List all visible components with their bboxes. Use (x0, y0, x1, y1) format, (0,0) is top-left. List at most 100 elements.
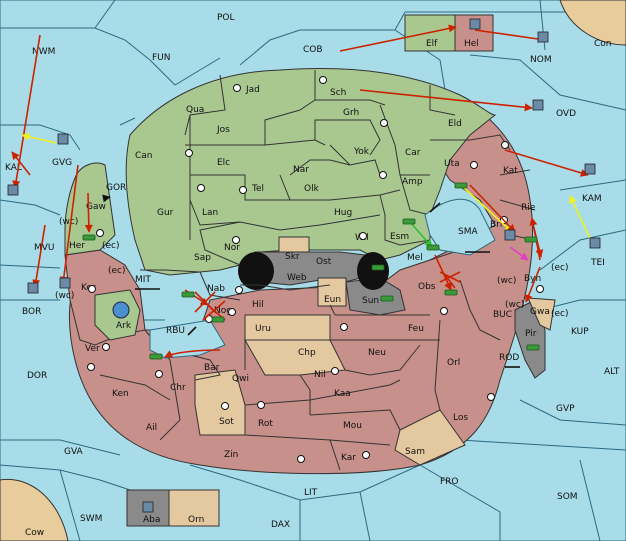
sea-label-dor: DOR (27, 371, 47, 381)
sea-label-ovd: OVD (556, 109, 576, 119)
sea-label-kal: KAL (5, 163, 22, 173)
land-label-car: Car (405, 148, 421, 158)
land-label-elc: Elc (217, 158, 230, 168)
sea-label-gvp: GVP (556, 404, 575, 414)
land-label-hel: Hel (464, 39, 479, 49)
sea-label-nom: NOM (530, 55, 552, 65)
land-label-web: Web (287, 273, 307, 283)
land-label-feu: Feu (408, 324, 424, 334)
land-label-obs: Obs (418, 282, 436, 292)
coast-tag-gaw-wc: (wc) (59, 217, 78, 227)
land-label-elf: Elf (426, 39, 438, 49)
sea-label-con: Con (594, 39, 612, 49)
sea-label-gvg: GVG (52, 158, 72, 168)
land-label-gwa: Gwa (530, 307, 550, 317)
land-label-uta: Uta (444, 159, 460, 169)
land-label-pir: Pir (525, 329, 537, 339)
sea-label-buc: BUC (493, 310, 512, 320)
land-label-skr: Skr (285, 252, 300, 262)
land-label-bar: Bar (204, 363, 220, 373)
land-label-ken: Ken (112, 389, 129, 399)
land-label-qua: Qua (186, 105, 204, 115)
land-label-eun: Eun (324, 295, 341, 305)
land-label-bri: Bri (490, 220, 502, 230)
sea-label-rod: ROD (499, 353, 519, 363)
land-label-jad: Jad (245, 85, 260, 95)
ark-capital-icon (112, 301, 130, 319)
sea-label-gva: GVA (64, 447, 84, 457)
channel-sma (424, 198, 496, 256)
land-label-orl: Orl (447, 358, 460, 368)
sea-label-lit: LIT (304, 488, 318, 498)
land-label-tel: Tel (251, 184, 264, 194)
sea-label-dax: DAX (271, 520, 290, 530)
land-label-sam: Sam (405, 447, 425, 457)
land-label-nog: Nog (214, 306, 232, 316)
supply-centers (87, 76, 544, 463)
land-label-esm: Esm (390, 232, 409, 242)
land-label-grh: Grh (343, 108, 359, 118)
sea-label-tei: TEI (590, 258, 605, 268)
sea-label-kam: KAM (582, 194, 602, 204)
coast-tag-gaw-ec: (ec) (102, 241, 120, 251)
land-label-sun: Sun (362, 296, 379, 306)
land-label-rot: Rot (258, 419, 273, 429)
coast-tag-gwa-ec: (ec) (551, 309, 569, 319)
land-label-rie: Rie (521, 203, 536, 213)
land-label-gaw: Gaw (86, 202, 106, 212)
land-label-hil: Hil (252, 300, 264, 310)
land-label-kat: Kat (503, 166, 518, 176)
land-label-ark: Ark (116, 321, 132, 331)
land-label-jos: Jos (216, 125, 230, 135)
land-label-nab: Nab (207, 284, 225, 294)
land-label-los: Los (453, 413, 468, 423)
sea-label-kup: KUP (571, 327, 589, 337)
land-label-can: Can (135, 151, 153, 161)
land-label-nor: Nor (224, 243, 240, 253)
land-label-ver: Ver (85, 344, 100, 354)
coast-tag-kor-wc: (wc) (55, 291, 74, 301)
land-label-qwi: Qwi (232, 374, 249, 384)
land-label-nar: Nar (293, 165, 309, 175)
land-label-yok: Yok (353, 147, 370, 157)
coast-tag-kor-ec: (ec) (108, 266, 126, 276)
land-label-olk: Olk (304, 184, 320, 194)
sea-label-fun: FUN (152, 53, 171, 63)
sea-label-swm: SWM (80, 514, 102, 524)
sea-label-nwm: NWM (32, 47, 55, 57)
land-label-gur: Gur (157, 208, 174, 218)
land-label-kaa: Kaa (334, 389, 351, 399)
sea-label-alt: ALT (604, 367, 620, 377)
land-label-her: Her (69, 241, 85, 251)
land-label-chr: Chr (170, 383, 186, 393)
land-label-sch: Sch (330, 88, 346, 98)
army-unit (82, 182, 540, 360)
coast-tags: (wc) (ec) (ec) (wc) (wc) (ec) (wc) (ec) (55, 217, 569, 319)
land-label-mou: Mou (343, 421, 362, 431)
land-label-sot: Sot (219, 417, 234, 427)
region-sam[interactable] (394, 409, 466, 466)
land-label-mel: Mel (407, 253, 423, 263)
land-label-ail: Ail (146, 423, 157, 433)
land-label-ost: Ost (316, 257, 332, 267)
fleet-unit (7, 18, 601, 513)
land-label-chp: Chp (298, 348, 316, 358)
orders (11, 24, 591, 368)
sea-label-rbu: RBU (166, 326, 185, 336)
land-label-lan: Lan (202, 208, 218, 218)
land-label-amp: Amp (402, 177, 423, 187)
land-label-orn: Orn (188, 515, 204, 525)
sea-label-fro: FRO (440, 477, 459, 487)
units (7, 18, 601, 513)
land-label-hug: Hug (334, 208, 352, 218)
sea-label-pol: POL (217, 13, 235, 23)
land-label-uru: Uru (255, 324, 271, 334)
land-label-neu: Neu (368, 348, 386, 358)
land-label-nil: Nil (314, 370, 326, 380)
land-label-eld: Eld (448, 119, 462, 129)
land-label-kar: Kar (341, 453, 356, 463)
coast-tag-byn-ec: (ec) (551, 263, 569, 273)
region-orn[interactable] (168, 489, 220, 527)
